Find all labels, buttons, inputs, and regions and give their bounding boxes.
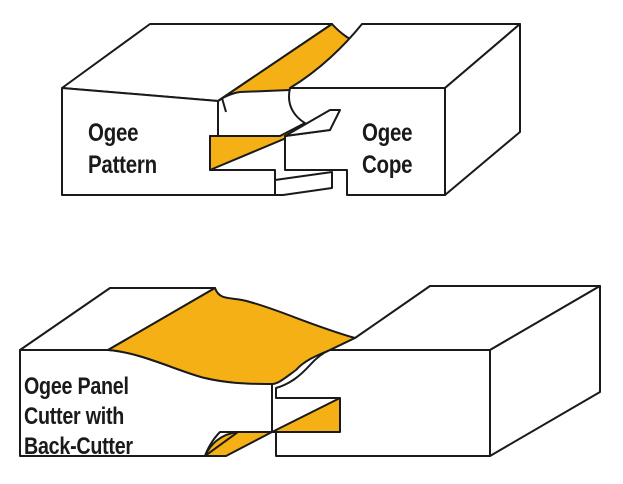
ogee-pattern-block bbox=[61, 23, 333, 196]
ogee-cope-label: Ogee Cope bbox=[362, 117, 413, 181]
ogee-pattern-label: Ogee Pattern bbox=[88, 117, 157, 181]
ogee-cope-block bbox=[284, 23, 521, 196]
ogee-cope-line-1: Ogee bbox=[362, 119, 413, 147]
ogee-panel-label: Ogee Panel Cutter with Back-Cutter bbox=[24, 372, 133, 462]
panel-right-block bbox=[275, 285, 601, 457]
panel-profile bbox=[107, 287, 356, 457]
ogee-panel-line-3: Back-Cutter bbox=[24, 433, 133, 460]
ogee-pattern-line-1: Ogee bbox=[88, 119, 139, 147]
ogee-cope-line-2: Cope bbox=[362, 151, 413, 179]
ogee-panel-line-2: Cutter with bbox=[24, 403, 125, 430]
ogee-pattern-line-2: Pattern bbox=[88, 151, 157, 179]
ogee-panel-line-1: Ogee Panel bbox=[24, 373, 129, 400]
